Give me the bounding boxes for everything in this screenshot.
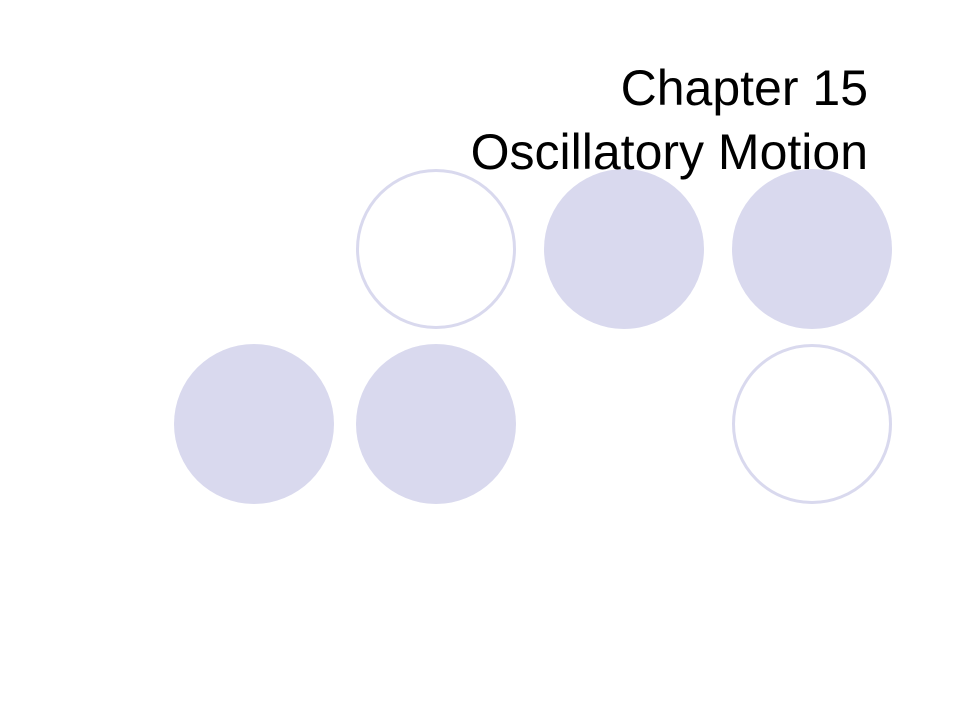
decorative-circle-outline — [732, 344, 892, 504]
title-line-chapter: Chapter 15 — [620, 60, 868, 116]
decorative-circle-filled — [356, 344, 516, 504]
slide-title: Chapter 15 Oscillatory Motion — [471, 56, 868, 184]
title-line-topic: Oscillatory Motion — [470, 124, 868, 180]
decorative-circle-filled — [174, 344, 334, 504]
decorative-circle-outline — [356, 169, 516, 329]
decorative-circle-filled — [732, 169, 892, 329]
decorative-circle-filled — [544, 169, 704, 329]
